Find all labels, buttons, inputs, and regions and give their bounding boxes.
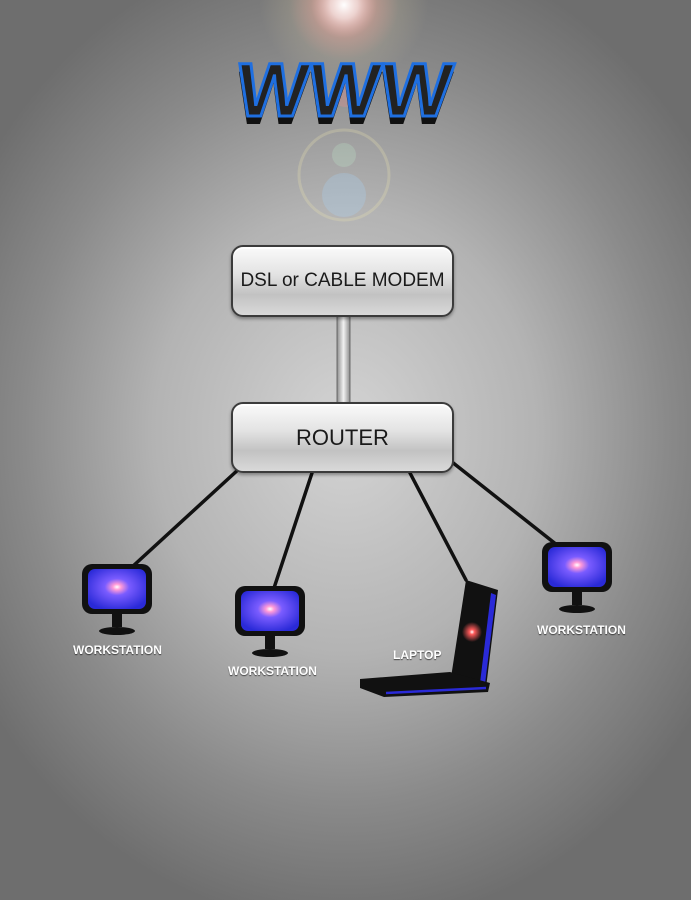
workstation-3-label: WORKSTATION bbox=[537, 623, 626, 637]
workstation-1 bbox=[82, 564, 152, 635]
www-logo-shadow: WWW bbox=[232, 56, 456, 141]
laptop-label: LAPTOP bbox=[393, 648, 442, 662]
workstation-3 bbox=[542, 542, 612, 613]
cable-laptop bbox=[408, 471, 468, 582]
monitor-base bbox=[252, 649, 288, 657]
cable-workstation-3 bbox=[450, 460, 559, 547]
monitor-base bbox=[99, 627, 135, 635]
modem-node: DSL or CABLE MODEM bbox=[231, 245, 454, 317]
lens-flare bbox=[259, 0, 429, 222]
modem-label: DSL or CABLE MODEM bbox=[240, 270, 445, 291]
laptop-glow bbox=[462, 622, 482, 642]
www-logo: WWW WWW bbox=[231, 47, 458, 141]
laptop bbox=[360, 580, 498, 697]
workstation-2-label: WORKSTATION bbox=[228, 664, 317, 678]
monitor-neck bbox=[572, 592, 582, 605]
www-logo-text: WWW bbox=[232, 48, 456, 133]
monitor-screen bbox=[548, 547, 606, 587]
laptop-base bbox=[360, 672, 490, 697]
monitor-screen bbox=[241, 591, 299, 631]
monitor-base bbox=[559, 605, 595, 613]
cable-workstation-1 bbox=[130, 466, 242, 569]
laptop-screen-edge bbox=[480, 593, 496, 684]
device-cables bbox=[130, 460, 559, 590]
workstation-1-label: WORKSTATION bbox=[73, 643, 162, 657]
cable-workstation-2 bbox=[272, 471, 314, 590]
workstation-2 bbox=[235, 586, 305, 657]
laptop-base-edge bbox=[385, 686, 487, 695]
monitor-neck bbox=[265, 636, 275, 649]
monitor-screen bbox=[88, 569, 146, 609]
modem-router-link bbox=[336, 315, 351, 405]
router-label: ROUTER bbox=[296, 424, 389, 450]
router-node: ROUTER bbox=[231, 402, 454, 473]
monitor-neck bbox=[112, 614, 122, 627]
